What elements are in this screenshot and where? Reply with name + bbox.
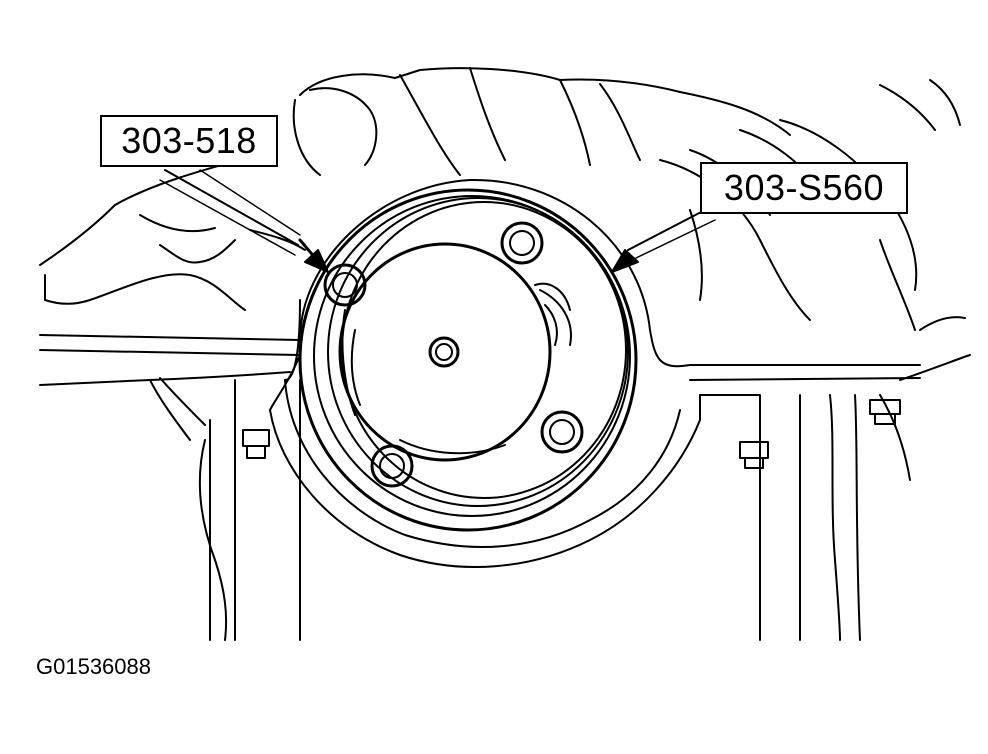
engine-block-right	[689, 239, 971, 641]
installer-bolt-lower-left	[370, 444, 414, 488]
callout-tool-303-518: 303-518	[100, 115, 278, 167]
center-pilot	[428, 336, 460, 368]
block-bolt-left	[242, 429, 270, 459]
installer-bolt-upper-left	[323, 263, 367, 307]
seal-installer-hub	[338, 242, 572, 462]
callout-tool-303-s560: 303-S560	[700, 162, 908, 214]
crank-seal-rings	[298, 188, 638, 532]
figure-code: G01536088	[36, 654, 151, 679]
engine-block-left	[39, 154, 306, 641]
installer-bolt-upper-right	[500, 221, 544, 265]
seal-housing	[269, 178, 701, 568]
block-bolt-right	[739, 441, 769, 469]
leader-arrow-left	[159, 169, 329, 273]
leader-arrow-right	[611, 209, 716, 273]
block-bolt-far-right	[869, 399, 901, 425]
installer-bolt-lower-right	[540, 410, 584, 454]
